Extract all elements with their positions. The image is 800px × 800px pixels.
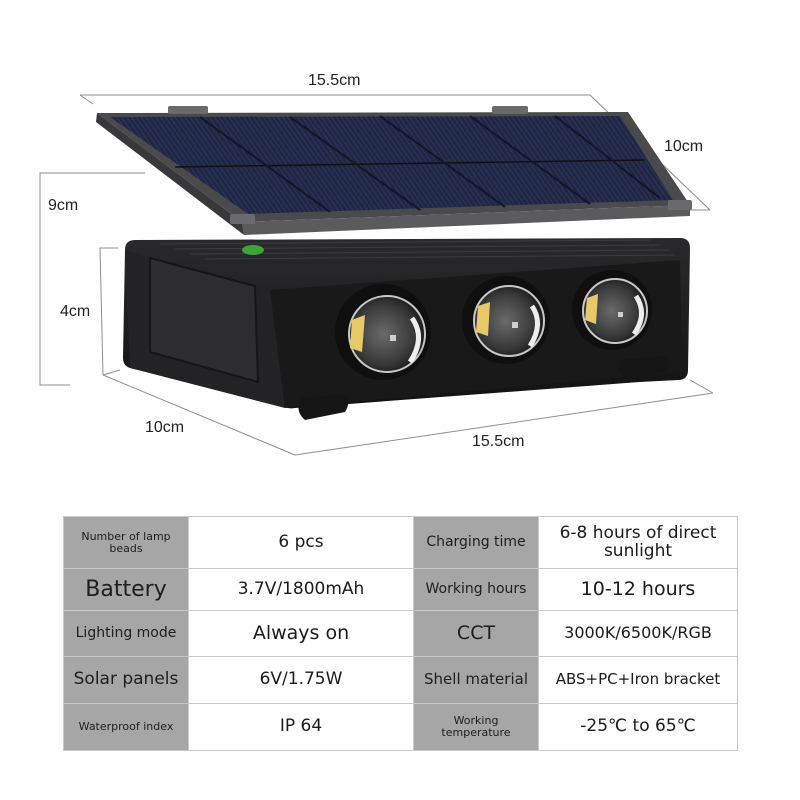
- spec-value-solar-panels: 6V/1.75W: [188, 656, 414, 704]
- dimension-body-depth: 10cm: [145, 419, 185, 436]
- table-row: Solar panels 6V/1.75W Shell material ABS…: [63, 656, 738, 704]
- spec-key-battery: Battery: [63, 568, 189, 611]
- spec-value-working-temperature: -25℃ to 65℃: [538, 703, 738, 751]
- panel-clip: [168, 106, 208, 114]
- dimension-bottom-width: 15.5cm: [472, 433, 525, 450]
- spec-key-waterproof-index: Waterproof index: [63, 703, 189, 751]
- solar-light-illustration: [39, 94, 714, 456]
- spec-value-working-hours: 10-12 hours: [538, 568, 738, 611]
- table-row: Waterproof index IP 64 Working temperatu…: [63, 703, 738, 751]
- power-button-icon: [242, 245, 264, 255]
- spec-key-working-hours: Working hours: [413, 568, 539, 611]
- spec-value-charging-time: 6-8 hours of direct sunlight: [538, 516, 738, 569]
- panel-clip: [492, 106, 528, 114]
- table-row: Lighting mode Always on CCT 3000K/6500K/…: [63, 610, 738, 657]
- spec-value-lamp-beads: 6 pcs: [188, 516, 414, 569]
- spec-key-lighting-mode: Lighting mode: [63, 610, 189, 657]
- led-lenses: [335, 270, 652, 380]
- lens-1: [335, 284, 431, 380]
- spec-key-working-temperature: Working temperature: [413, 703, 539, 751]
- spec-value-battery: 3.7V/1800mAh: [188, 568, 414, 611]
- spec-value-shell-material: ABS+PC+Iron bracket: [538, 656, 738, 704]
- spec-key-cct: CCT: [413, 610, 539, 657]
- table-row: Number of lamp beads 6 pcs Charging time…: [63, 516, 738, 569]
- dimension-body-height: 4cm: [60, 303, 91, 320]
- spec-key-charging-time: Charging time: [413, 516, 539, 569]
- spec-key-shell-material: Shell material: [413, 656, 539, 704]
- spec-key-lamp-beads: Number of lamp beads: [63, 516, 189, 569]
- lens-2: [462, 276, 550, 364]
- spec-value-cct: 3000K/6500K/RGB: [538, 610, 738, 657]
- solar-panel: [96, 106, 692, 235]
- dimension-total-height: 9cm: [48, 197, 79, 214]
- dimension-top-width: 15.5cm: [308, 72, 361, 89]
- panel-clip: [230, 214, 255, 224]
- lens-3: [572, 270, 652, 350]
- panel-clip: [668, 200, 692, 210]
- spec-key-solar-panels: Solar panels: [63, 656, 189, 704]
- product-figure: 15.5cm 10cm 9cm 4cm 10cm 15.5cm: [39, 72, 714, 456]
- table-row: Battery 3.7V/1800mAh Working hours 10-12…: [63, 568, 738, 611]
- spec-value-lighting-mode: Always on: [188, 610, 414, 657]
- spec-table: Number of lamp beads 6 pcs Charging time…: [63, 516, 738, 751]
- dimension-panel-depth: 10cm: [664, 138, 704, 155]
- spec-value-waterproof-index: IP 64: [188, 703, 414, 751]
